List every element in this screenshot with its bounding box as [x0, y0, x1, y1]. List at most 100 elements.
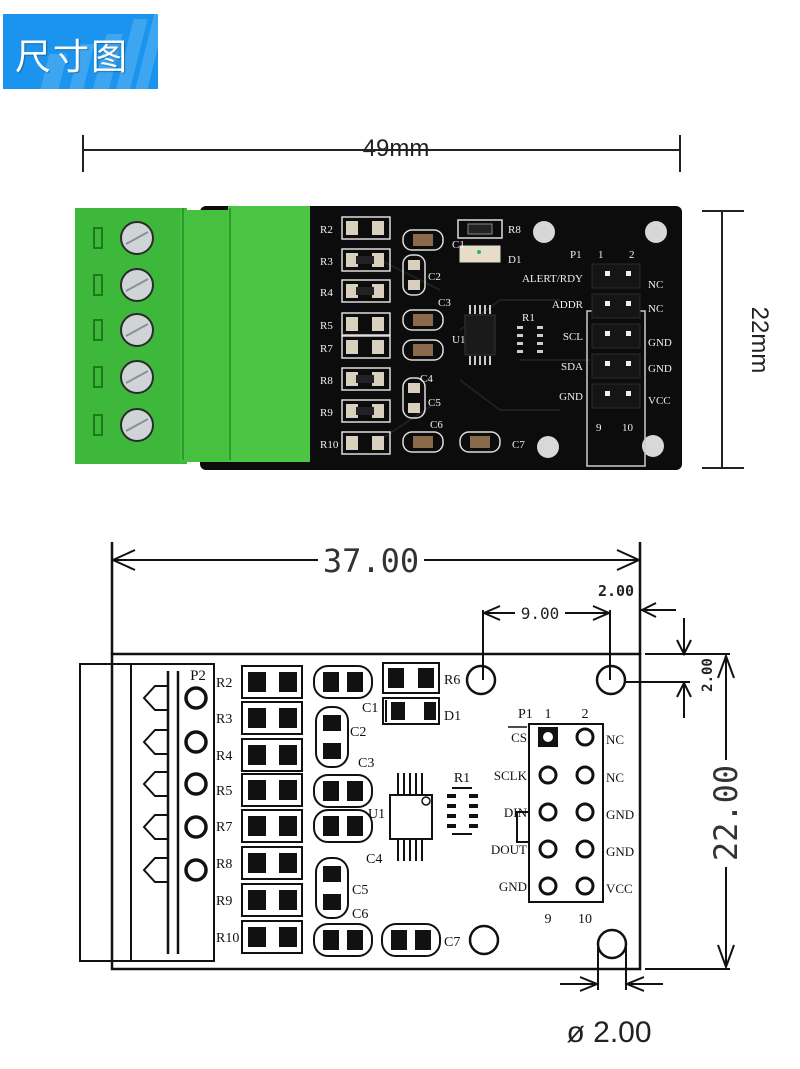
terminal-hole-icon [184, 858, 208, 882]
header-right-pin-label: GND [648, 363, 672, 375]
capacitor-pad [415, 930, 431, 950]
connector-p2: P2 [79, 663, 215, 962]
resistor-footprint [241, 738, 303, 772]
terminal-pin-icon [142, 771, 169, 797]
resistor-label: R3 [216, 712, 232, 727]
header-right-pin-label: GND [606, 844, 634, 859]
ic-pin [474, 305, 476, 314]
header-right-pin-label: GND [648, 337, 672, 349]
resistor-pad [346, 404, 358, 418]
header-pin-hole [575, 876, 595, 896]
height-dimension: 22mm [702, 210, 773, 469]
resistor-pad [346, 436, 358, 450]
ic-pin [489, 305, 491, 314]
connector-label: P2 [190, 668, 206, 684]
header-left-pin-label: SDA [561, 361, 583, 373]
height-dim-label: 22.00 [707, 765, 745, 861]
header-housing [591, 263, 641, 289]
capacitor-pad [347, 930, 363, 950]
resistor-footprint [241, 773, 303, 807]
r1-pad [469, 814, 478, 818]
capacitor-footprint [402, 377, 426, 419]
capacitor-pad [323, 715, 341, 731]
screw-slot [125, 323, 149, 337]
pin-number-9: 9 [596, 422, 602, 434]
smd-capacitor [413, 234, 433, 246]
dimension-drawing: 37.00 9.00 2.00 2.00 22.00 [0, 520, 800, 1064]
header-left-pin-label: GND [559, 391, 583, 403]
r1-pad [447, 824, 456, 828]
resistor-pad [346, 253, 358, 267]
screw-terminal-block [75, 206, 310, 464]
capacitor-pad [323, 743, 341, 759]
led-label: D1 [508, 254, 521, 266]
r1-pad [537, 342, 543, 345]
smd-capacitor [413, 436, 433, 448]
resistor-label: R7 [216, 820, 232, 835]
capacitor-footprint [315, 706, 349, 768]
edge-offset-dimension-top: 2.00 [598, 582, 676, 618]
capacitor-footprint [402, 229, 444, 251]
capacitor-label: C1 [452, 239, 465, 251]
capacitor-pad [408, 383, 420, 393]
edge-offset-dimension-side: 2.00 [625, 618, 716, 718]
smd-resistor [356, 287, 374, 295]
resistor-footprint [241, 809, 303, 843]
resistor-footprint [341, 279, 391, 303]
capacitor-pad [347, 672, 363, 692]
header-pin-hole [543, 732, 553, 742]
header-left-pin-label: SCLK [494, 768, 528, 783]
capacitor-label: C7 [512, 439, 525, 451]
r1-pad [517, 350, 523, 353]
resistor-label: R4 [320, 287, 333, 299]
header-pin-hole [575, 839, 595, 859]
r1-pad [447, 814, 456, 818]
resistor-pad [346, 372, 358, 386]
resistor-pad [346, 317, 358, 331]
capacitor-label: C6 [352, 907, 368, 922]
resistor-label: R2 [320, 224, 333, 236]
width-dimension: 37.00 [110, 542, 642, 655]
capacitor-pad [408, 403, 420, 413]
header-pin-hole [538, 839, 558, 859]
capacitor-footprint [402, 431, 444, 453]
header-right-pin-label: NC [606, 770, 624, 785]
capacitor-label: C2 [428, 271, 441, 283]
resistor-pad [372, 340, 384, 354]
resistor-footprint [341, 248, 391, 272]
resistor-pad [346, 221, 358, 235]
resistor-footprint [341, 399, 391, 423]
capacitor-label: C6 [430, 419, 443, 431]
resistor-label: R8 [320, 375, 333, 387]
header-pin [605, 271, 610, 276]
header-housing [591, 353, 641, 379]
height-dimension: 22.00 [645, 653, 745, 970]
capacitor-pad [347, 781, 363, 801]
r1-footprint: R1 [447, 771, 478, 835]
capacitor-label: C4 [366, 852, 382, 867]
header-p1 [586, 263, 646, 467]
header-label: P1 [518, 707, 533, 722]
resistor-pad [372, 221, 384, 235]
capacitor-pad [323, 672, 339, 692]
resistor-footprint [341, 335, 391, 359]
header-left-pin-label: SCL [563, 331, 583, 343]
capacitor-pad [323, 781, 339, 801]
resistor-pad [372, 372, 384, 386]
resistor-footprint [241, 920, 303, 954]
r1-pad [447, 794, 456, 798]
r1-label: R1 [454, 771, 470, 786]
led-label: D1 [444, 709, 461, 724]
header-left-pin-label: GND [499, 879, 527, 894]
resistor-label: R5 [320, 320, 333, 332]
r1-pad [469, 824, 478, 828]
resistor-label: R5 [216, 784, 232, 799]
capacitor-label: C3 [358, 756, 374, 771]
capacitor-label: C5 [352, 883, 368, 898]
width-label: 49mm [363, 135, 430, 162]
header-left-pin-label: ALERT/RDY [522, 273, 583, 285]
smd-capacitor [470, 436, 490, 448]
header-housing [591, 323, 641, 349]
resistor-pad [279, 745, 297, 765]
